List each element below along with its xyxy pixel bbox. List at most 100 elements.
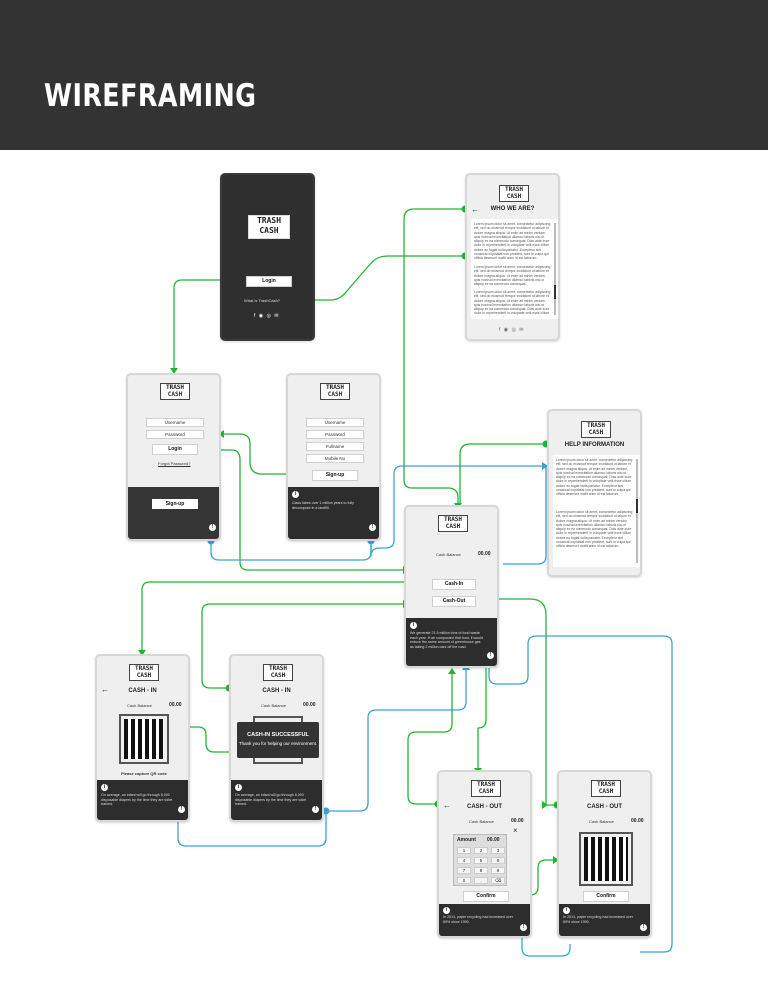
success-modal-message: Thank you for helping our environment. <box>238 741 318 746</box>
home-fact: We generate 21.5 million tons of food wa… <box>410 631 483 649</box>
signup-submit-button[interactable]: Sign-up <box>312 470 358 481</box>
back-arrow-icon[interactable]: ← <box>101 685 109 694</box>
cash-in-title: CASH - IN <box>128 688 157 694</box>
who-paragraph-1: Lorem ipsum dolor sit amet, consectetur … <box>474 222 551 261</box>
username-field[interactable]: Username <box>146 418 204 427</box>
key-9[interactable]: 9 <box>491 867 505 874</box>
close-icon[interactable]: × <box>513 826 518 835</box>
key-6[interactable]: 6 <box>491 857 505 864</box>
signup-username-field[interactable]: Username <box>306 418 364 427</box>
nav-badge-icon[interactable]: ! <box>178 806 185 813</box>
info-icon: i <box>101 784 108 791</box>
key-3[interactable]: 3 <box>491 847 505 854</box>
confirm-button[interactable]: Confirm <box>583 891 629 902</box>
cash-in-fact: On average, an infant will go through 8,… <box>101 793 173 806</box>
help-content-panel: Lorem ipsum dolor sit amet, consectetur … <box>553 455 640 567</box>
cash-in-success-title: CASH - IN <box>262 688 291 694</box>
nav-badge-icon[interactable]: ! <box>520 924 527 931</box>
social-icons[interactable]: f ◉ ◎ ✉ <box>499 327 525 333</box>
cash-in-success-fact: On average, an infant will go through 8,… <box>235 793 307 806</box>
page-title: WIREFRAMING <box>44 78 257 114</box>
nav-badge-icon[interactable]: ! <box>640 924 647 931</box>
amount-value: 00.00 <box>487 837 500 843</box>
cash-balance-label: Cash Balance <box>127 703 152 708</box>
nav-badge-icon[interactable]: ! <box>369 524 376 531</box>
cash-balance-value: 00.00 <box>631 818 644 824</box>
cash-balance-label: Cash Balance <box>261 703 286 708</box>
password-field[interactable]: Password <box>146 430 204 439</box>
key-decimal[interactable]: . <box>474 877 488 884</box>
info-icon: i <box>563 907 570 914</box>
cash-out-qr-title: CASH - OUT <box>587 804 622 810</box>
nav-badge-icon[interactable]: ! <box>487 652 494 659</box>
amount-keypad: Amount 00.00 1 2 3 4 5 6 7 8 9 0 . ⌫ <box>453 834 507 886</box>
cash-balance-label: Cash Balance <box>589 819 614 824</box>
header-banner: WIREFRAMING <box>0 0 768 150</box>
cash-in-success-footer: i On average, an infant will go through … <box>231 780 322 820</box>
cash-balance-value: 00.00 <box>303 702 316 708</box>
cash-balance-value: 00.00 <box>478 551 491 557</box>
who-title: WHO WE ARE? <box>490 206 535 212</box>
help-title: HELP INFORMATION <box>564 442 625 448</box>
key-5[interactable]: 5 <box>474 857 488 864</box>
cash-in-button[interactable]: Cash-In <box>432 579 476 590</box>
help-paragraph-2: Lorem ipsum dolor sit amet, consectetur … <box>556 510 633 549</box>
who-content-panel: Lorem ipsum dolor sit amet, consectetur … <box>471 219 558 319</box>
who-scrollbar[interactable] <box>554 223 556 315</box>
key-backspace[interactable]: ⌫ <box>491 877 505 884</box>
flow-who-to-home <box>403 208 465 506</box>
who-scrollbar-thumb[interactable] <box>554 285 556 299</box>
cash-in-footer: i On average, an infant will go through … <box>97 780 188 820</box>
success-modal-title: CASH-IN SUCCESSFUL <box>247 732 309 738</box>
signup-mobile-field[interactable]: Mobile No <box>306 454 364 463</box>
qr-scan-frame <box>579 832 633 886</box>
flow-help-to-home <box>459 443 546 506</box>
nav-badge-icon[interactable]: ! <box>209 524 216 531</box>
who-paragraph-3: Lorem ipsum dolor sit amet, consectetur … <box>474 290 551 317</box>
who-paragraph-2: Lorem ipsum dolor sit amet, consectetur … <box>474 265 551 287</box>
signup-fullname-field[interactable]: Fullname <box>306 442 364 451</box>
login-button[interactable]: Login <box>246 276 292 287</box>
signup-footer: i Class takes over 1 million years to fu… <box>288 487 379 539</box>
signup-password-field[interactable]: Password <box>306 430 364 439</box>
key-4[interactable]: 4 <box>457 857 471 864</box>
key-0[interactable]: 0 <box>457 877 471 884</box>
key-2[interactable]: 2 <box>474 847 488 854</box>
what-is-trashcash-link[interactable]: What is TrashCash? <box>244 298 281 303</box>
social-icons[interactable]: f ◉ ◎ ✉ <box>254 313 280 319</box>
key-8[interactable]: 8 <box>474 867 488 874</box>
key-1[interactable]: 1 <box>457 847 471 854</box>
signup-button[interactable]: Sign-up <box>152 499 198 509</box>
back-arrow-icon[interactable]: ← <box>443 801 451 810</box>
help-scrollbar-thumb[interactable] <box>636 499 638 513</box>
cash-out-fact: In 2013, paper recycling had increased o… <box>443 915 513 924</box>
capture-instruction: Please capture QR code <box>121 771 167 776</box>
flow-login-form-info <box>210 541 372 561</box>
back-arrow-icon[interactable]: ← <box>471 205 479 214</box>
login-submit-button[interactable]: Login <box>152 444 198 455</box>
info-icon: i <box>443 907 450 914</box>
home-footer: i We generate 21.5 million tons of food … <box>406 618 497 666</box>
key-7[interactable]: 7 <box>457 867 471 874</box>
confirm-button[interactable]: Confirm <box>463 891 509 902</box>
cash-out-button[interactable]: Cash-Out <box>432 596 476 607</box>
cash-out-footer: i In 2013, paper recycling had increased… <box>439 904 530 936</box>
nav-badge-icon[interactable]: ! <box>312 806 319 813</box>
amount-label: Amount <box>457 837 476 843</box>
forgot-password-link[interactable]: Forgot Password? <box>158 461 191 466</box>
cash-balance-label: Cash Balance <box>436 552 461 557</box>
